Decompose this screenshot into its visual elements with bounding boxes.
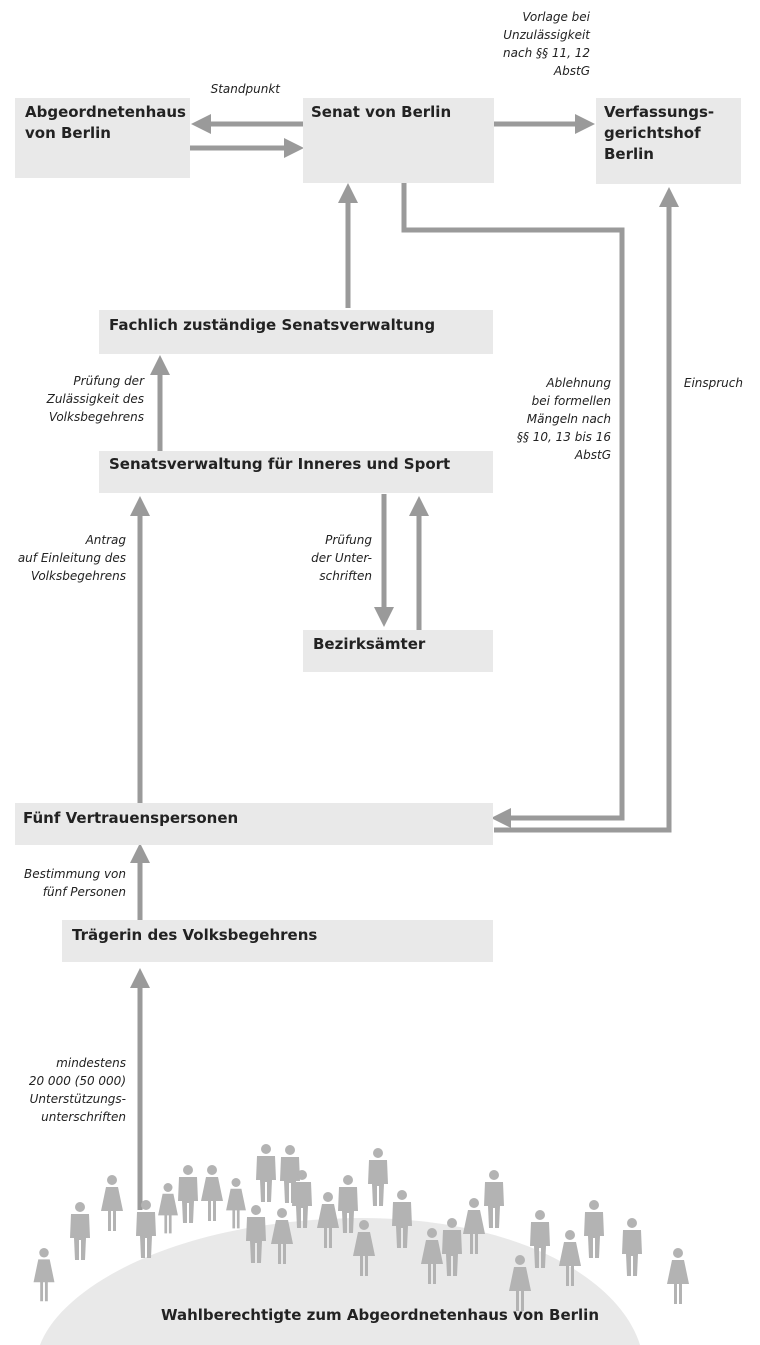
box-verfassungsgericht: Verfassungs- gerichtshof Berlin <box>596 98 741 184</box>
person-man-icon <box>584 1200 604 1258</box>
note-pruefung-zulaessigkeit: Prüfung der Zulässigkeit des Volksbegehr… <box>46 374 144 424</box>
box-bezirksaemter: Bezirksämter <box>303 630 493 672</box>
label-wahlberechtigte: Wahlberechtigte zum Abgeordnetenhaus von… <box>160 1306 600 1324</box>
note-standpunkt: Standpunkt <box>210 82 280 96</box>
person-man-icon <box>484 1170 504 1228</box>
person-woman-icon <box>271 1208 293 1264</box>
box-senat: Senat von Berlin <box>303 98 494 183</box>
person-woman-icon <box>201 1165 223 1221</box>
person-man-icon <box>178 1165 198 1223</box>
person-man-icon <box>622 1218 642 1276</box>
note-pruefung-unterschriften: Prüfung der Unter- schriften <box>311 533 372 583</box>
label-fachlich: Fachlich zuständige Senatsverwaltung <box>109 316 436 334</box>
box-abgeordnetenhaus: Abgeordnetenhaus von Berlin <box>15 98 190 178</box>
label-traegerin: Trägerin des Volksbegehrens <box>72 926 318 944</box>
person-woman-icon <box>509 1255 531 1311</box>
label-verfassungsgericht: Verfassungs- gerichtshof Berlin <box>604 103 715 163</box>
person-man-icon <box>530 1210 550 1268</box>
label-abgeordnetenhaus: Abgeordnetenhaus von Berlin <box>25 103 186 142</box>
box-traegerin: Trägerin des Volksbegehrens <box>62 920 493 962</box>
note-bestimmung: Bestimmung von fünf Personen <box>24 867 126 899</box>
person-man-icon <box>136 1200 156 1258</box>
person-man-icon <box>256 1144 276 1202</box>
crowd-hill <box>40 1218 640 1345</box>
person-woman-icon <box>101 1175 123 1231</box>
note-vorlage: Vorlage bei Unzulässigkeit nach §§ 11, 1… <box>503 10 590 78</box>
person-woman-icon <box>158 1183 178 1234</box>
person-woman-icon <box>226 1178 246 1229</box>
person-woman-icon <box>317 1192 339 1248</box>
person-woman-icon <box>33 1248 55 1302</box>
arrow-einspruch <box>494 187 679 833</box>
crowd-figures <box>33 1144 689 1311</box>
person-woman-icon <box>667 1248 689 1304</box>
person-man-icon <box>246 1205 266 1263</box>
arrow-senat-ablehnung <box>401 183 625 828</box>
person-woman-icon <box>463 1198 485 1254</box>
person-man-icon <box>70 1202 90 1260</box>
person-woman-icon <box>559 1230 581 1286</box>
person-man-icon <box>338 1175 358 1233</box>
note-einspruch: Einspruch <box>683 376 743 390</box>
person-man-icon <box>442 1218 462 1276</box>
box-vertrauenspersonen: Fünf Vertrauenspersonen <box>15 803 493 845</box>
box-inneres: Senatsverwaltung für Inneres und Sport <box>99 451 493 493</box>
person-woman-icon <box>421 1228 443 1284</box>
label-vertrauenspersonen: Fünf Vertrauenspersonen <box>23 809 239 827</box>
person-woman-icon <box>353 1220 375 1276</box>
note-ablehnung: Ablehnung bei formellen Mängeln nach §§ … <box>516 376 611 462</box>
note-antrag: Antrag auf Einleitung des Volksbegehrens <box>17 533 126 583</box>
person-man-icon <box>392 1190 412 1248</box>
person-man-icon <box>292 1170 312 1228</box>
box-fachlich: Fachlich zuständige Senatsverwaltung <box>99 310 493 354</box>
label-senat: Senat von Berlin <box>311 103 452 121</box>
label-bezirksaemter: Bezirksämter <box>313 635 426 653</box>
note-mindestens: mindestens 20 000 (50 000) Unterstützung… <box>28 1056 126 1124</box>
label-inneres: Senatsverwaltung für Inneres und Sport <box>109 455 451 473</box>
person-man-icon <box>368 1148 388 1206</box>
